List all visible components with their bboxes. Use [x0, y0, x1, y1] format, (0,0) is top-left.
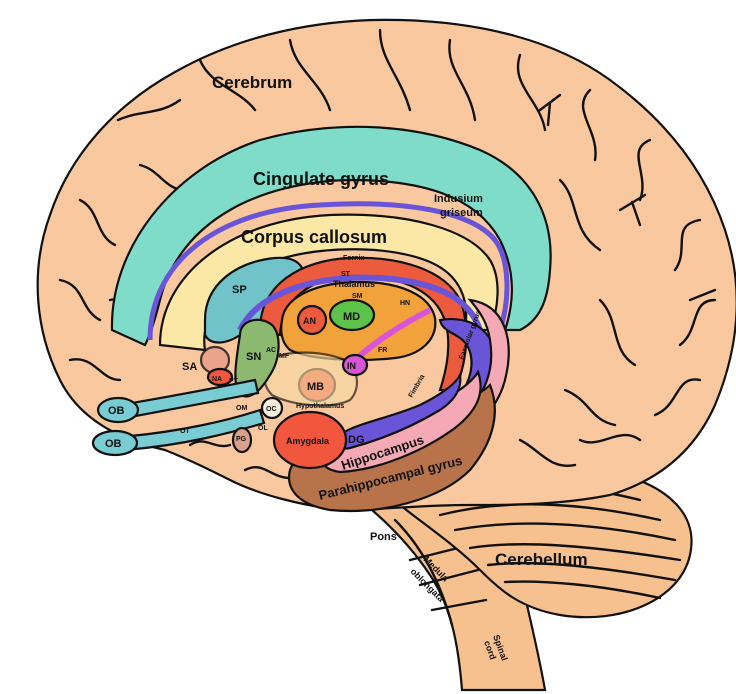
label-dg: DG	[348, 434, 365, 446]
olfactory-tract-lower	[118, 408, 266, 452]
olfactory-bulb-lower	[91, 429, 139, 457]
cortical-folds	[58, 28, 717, 480]
label-mb: MB	[307, 381, 324, 393]
label-mf: MF	[279, 353, 290, 360]
label-in: IN	[347, 361, 356, 371]
label-griseum: griseum	[440, 207, 483, 219]
label-cerebellum: Cerebellum	[495, 550, 588, 569]
olfactory-bulb-upper	[96, 396, 140, 424]
label-md: MD	[343, 311, 360, 323]
label-hn: HN	[400, 300, 410, 307]
label-amygdala: Amygdala	[286, 436, 330, 446]
label-corpus-callosum: Corpus callosum	[241, 227, 387, 247]
olfactory-tract-upper	[118, 378, 260, 420]
label-ac: AC	[266, 347, 276, 354]
indusium-griseum-line	[147, 201, 510, 341]
label-hypothalamus: Hypothalamus	[296, 403, 344, 410]
label-sm: SM	[352, 293, 363, 300]
label-ol: OL	[258, 425, 268, 432]
label-indusium: Indusium	[434, 193, 483, 205]
anterior-nucleus-shape	[296, 304, 328, 336]
label-thalamus: Thalamus	[333, 279, 375, 289]
label-an: AN	[303, 316, 316, 326]
hypothalamus-shape	[263, 351, 358, 407]
label-oc: OC	[266, 406, 277, 413]
label-cerebrum: Cerebrum	[212, 73, 292, 92]
cingulate-gyrus-shape	[110, 125, 552, 347]
label-pons: Pons	[370, 531, 397, 543]
label-sn: SN	[246, 351, 261, 363]
dentate-gyrus-shape	[333, 371, 462, 450]
label-ot: OT	[180, 428, 190, 435]
label-sp: SP	[232, 284, 247, 296]
label-fr: FR	[378, 347, 387, 354]
md-nucleus-shape	[328, 298, 376, 332]
label-ob-lower: OB	[105, 438, 122, 450]
label-ob-upper: OB	[108, 405, 125, 417]
oc-shape	[260, 396, 284, 420]
label-fornix: Fornix	[343, 255, 364, 262]
interpeduncular-shape	[341, 353, 369, 377]
amygdala-shape	[272, 410, 348, 470]
label-cingulate-gyrus: Cingulate gyrus	[253, 169, 389, 189]
label-pt: PT	[229, 378, 239, 385]
label-pg: PG	[236, 436, 247, 443]
label-st: ST	[341, 271, 351, 278]
label-om: OM	[236, 405, 247, 412]
label-na: NA	[212, 376, 222, 383]
pg-shape	[231, 426, 253, 454]
stria-band	[237, 274, 483, 332]
label-sa: SA	[182, 361, 197, 373]
na-shape	[206, 367, 234, 387]
